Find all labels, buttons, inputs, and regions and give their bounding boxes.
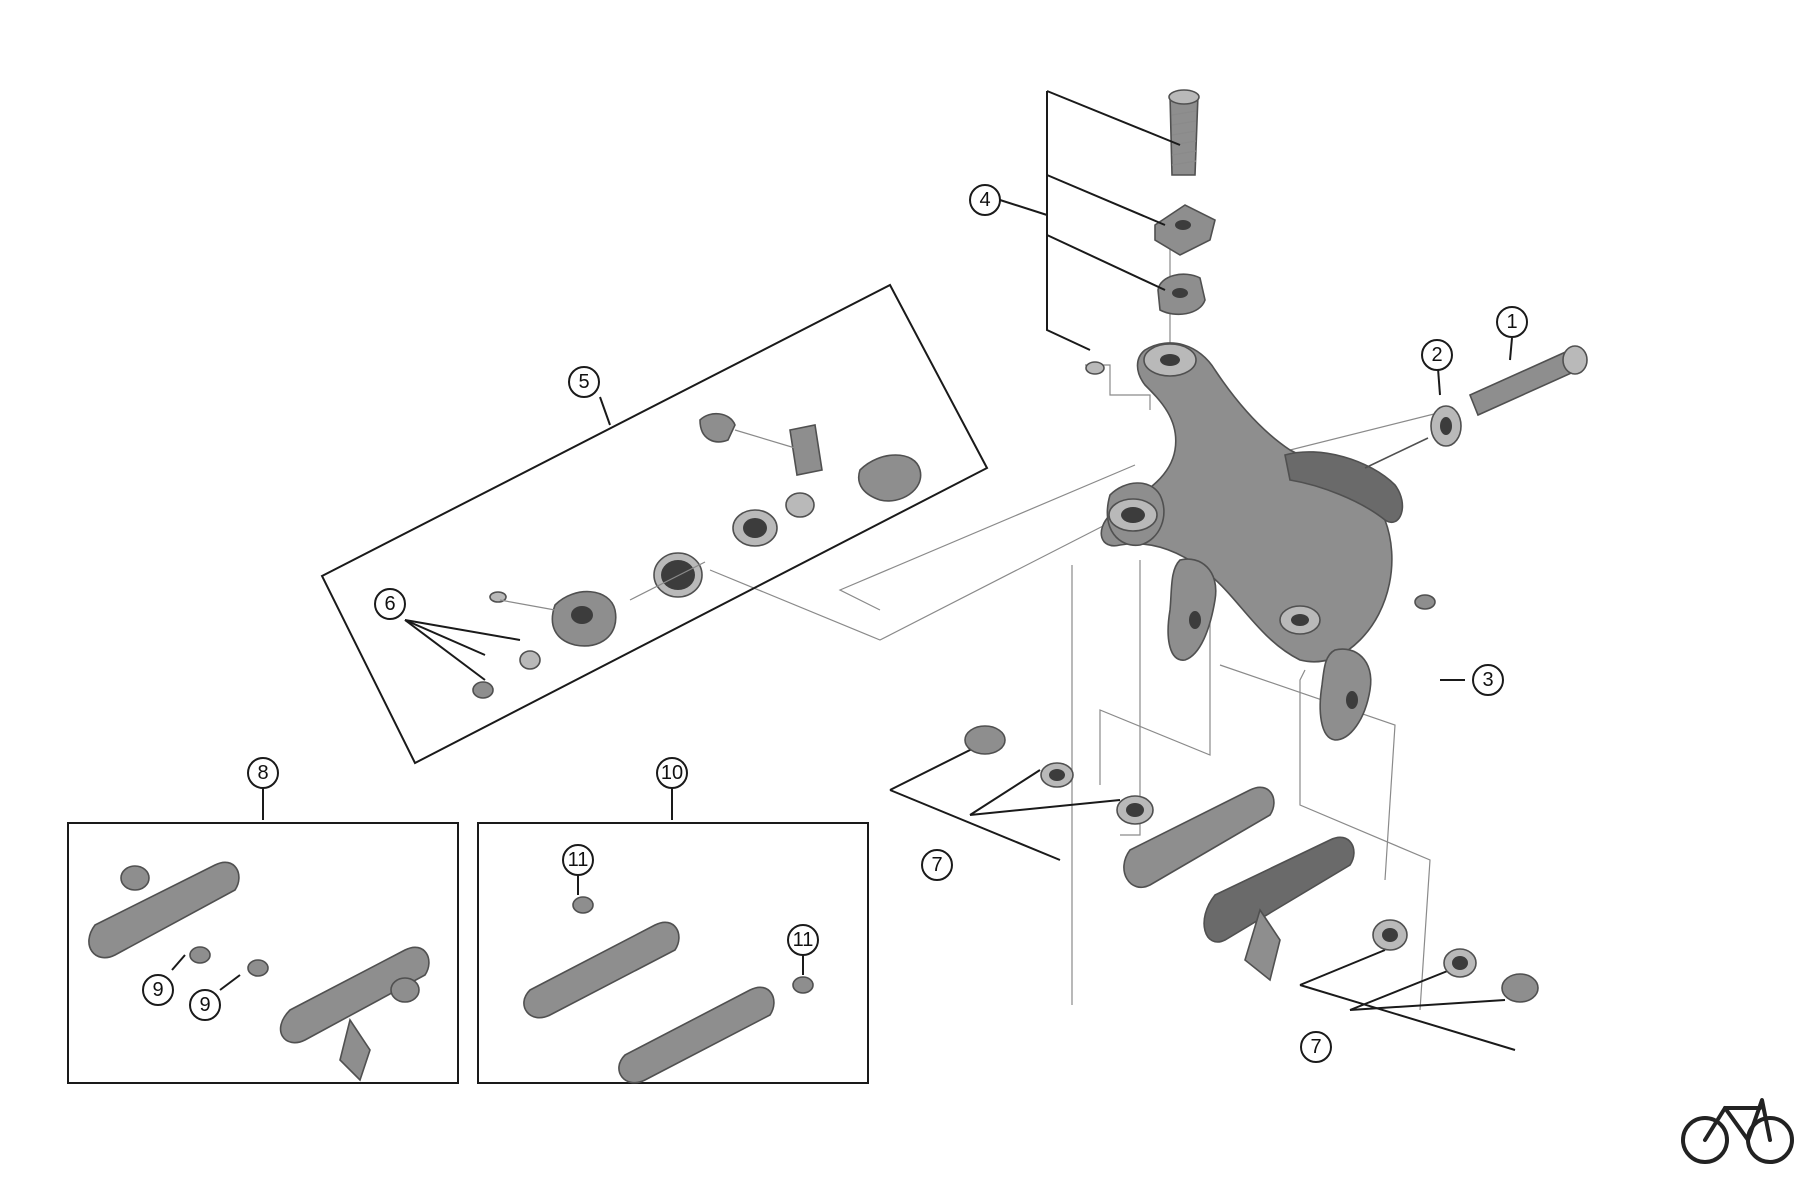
svg-text:10: 10 xyxy=(661,762,683,784)
box-10-brake-pad-inserts xyxy=(477,822,869,1084)
svg-text:11: 11 xyxy=(793,929,814,951)
adjuster-bolt-set xyxy=(1085,89,1216,375)
svg-text:6: 6 xyxy=(384,593,395,615)
assembly-guide-lines xyxy=(709,230,1451,1011)
callout-1: 1 xyxy=(1496,306,1528,338)
svg-text:9: 9 xyxy=(199,994,210,1016)
callout-4: 4 xyxy=(969,184,1001,216)
callout-9a: 9 xyxy=(142,974,174,1006)
svg-text:4: 4 xyxy=(979,189,990,211)
callout-leaders xyxy=(171,90,1516,1051)
box-8-brake-shoe-set xyxy=(67,822,459,1084)
callout-8: 8 xyxy=(247,757,279,789)
svg-text:7: 7 xyxy=(931,854,942,876)
callout-5: 5 xyxy=(568,366,600,398)
callout-3: 3 xyxy=(1472,664,1504,696)
callout-10: 10 xyxy=(656,757,688,789)
svg-text:1: 1 xyxy=(1506,311,1517,333)
svg-text:8: 8 xyxy=(257,762,268,784)
pivot-bolt xyxy=(1364,345,1588,610)
callout-7b: 7 xyxy=(1300,1031,1332,1063)
svg-text:11: 11 xyxy=(568,849,589,871)
brake-caliper-arm xyxy=(1100,342,1404,741)
installed-brake-shoes xyxy=(964,725,1539,1003)
callout-11b: 11 xyxy=(787,924,819,956)
callout-2: 2 xyxy=(1421,339,1453,371)
callout-9b: 9 xyxy=(189,989,221,1021)
svg-text:9: 9 xyxy=(152,979,163,1001)
callout-11a: 11 xyxy=(562,844,594,876)
svg-text:5: 5 xyxy=(578,371,589,393)
bicycle-icon xyxy=(1681,1098,1794,1164)
svg-text:3: 3 xyxy=(1482,669,1493,691)
callout-7a: 7 xyxy=(921,849,953,881)
svg-text:2: 2 xyxy=(1431,344,1442,366)
svg-text:7: 7 xyxy=(1310,1036,1321,1058)
callout-6: 6 xyxy=(374,588,406,620)
box-5-cable-parts xyxy=(320,283,989,765)
